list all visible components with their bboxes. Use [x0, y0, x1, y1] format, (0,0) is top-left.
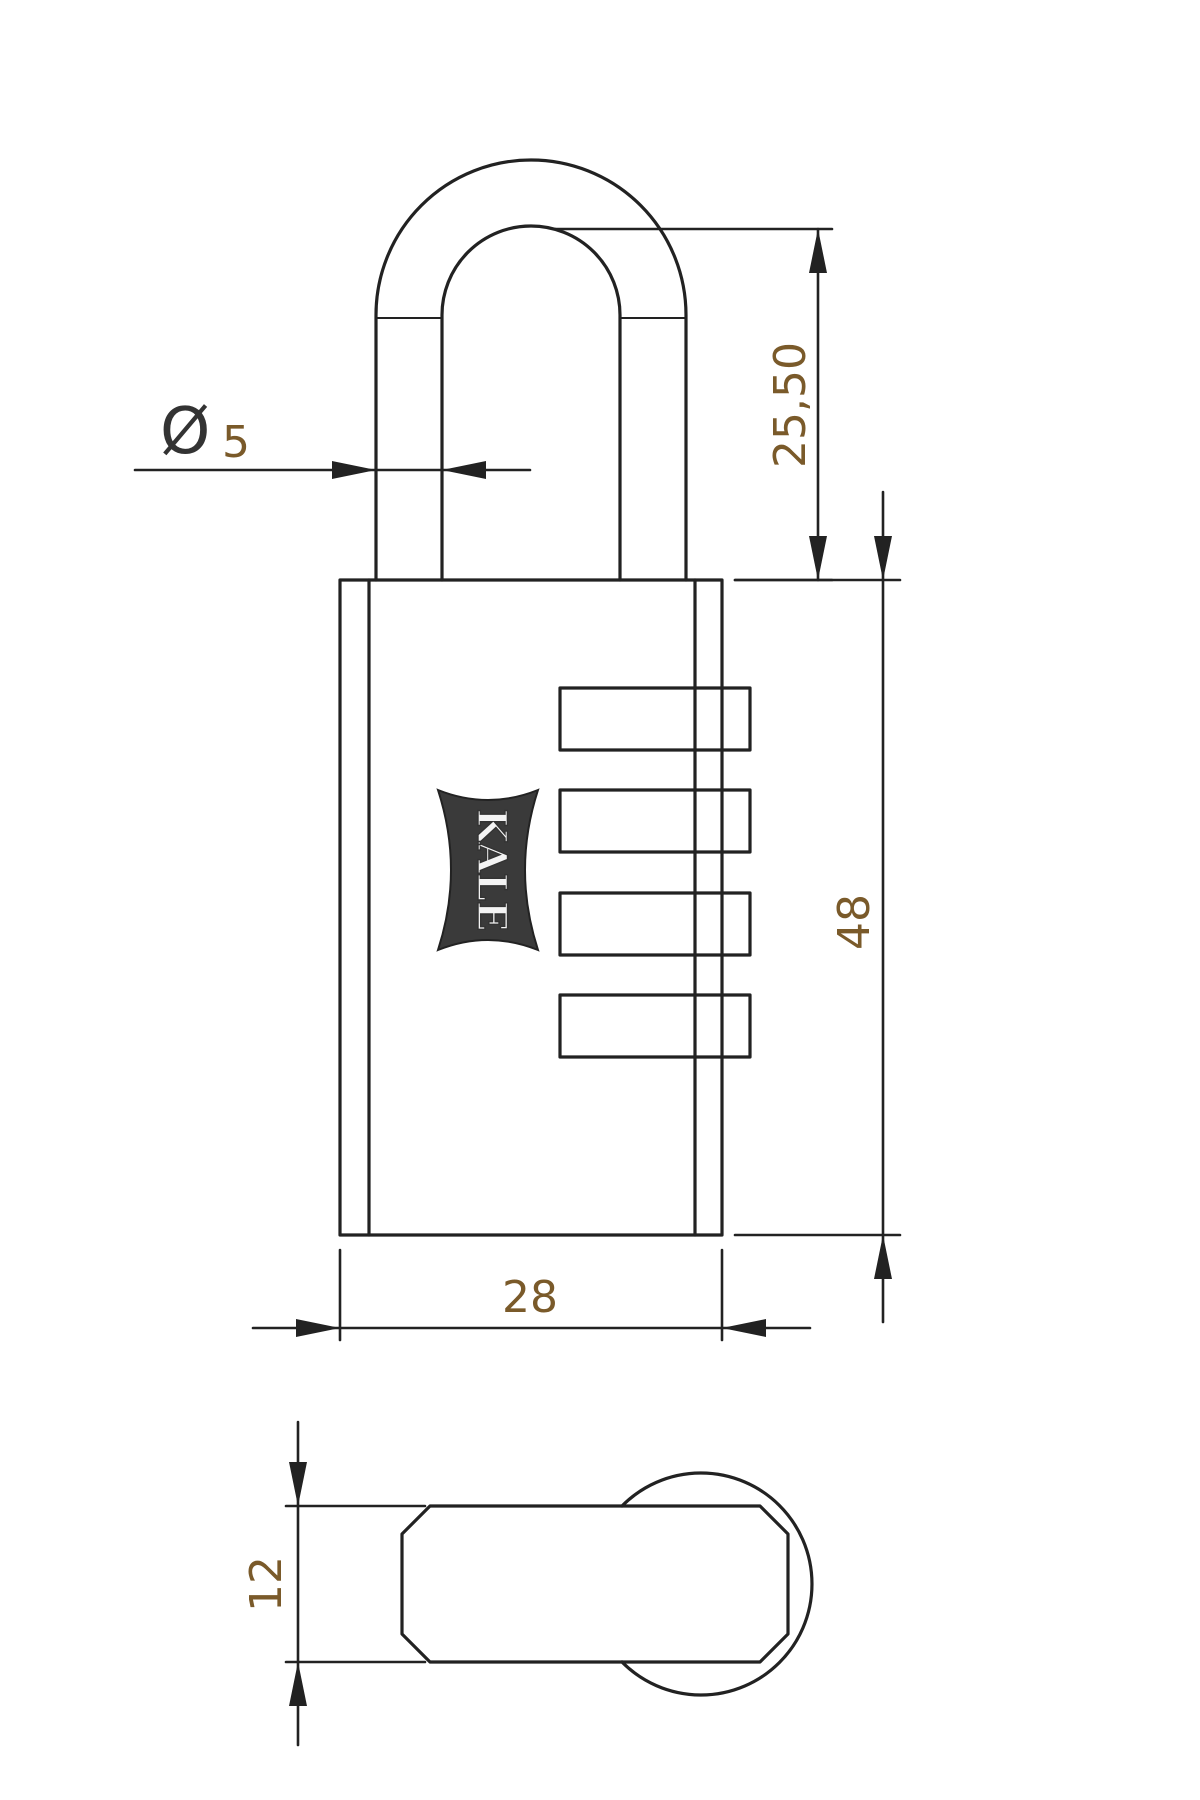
- padlock-body: [338, 578, 724, 1237]
- logo-text: KALE: [468, 809, 515, 932]
- logo-emblem: [436, 788, 540, 952]
- arrowhead: [874, 1235, 892, 1279]
- dial-2: [558, 788, 752, 854]
- arrowhead: [442, 461, 486, 479]
- arrowhead: [332, 461, 376, 479]
- arrowhead: [289, 1462, 307, 1506]
- dimension-value: 48: [829, 894, 880, 950]
- dimension-shackle-diameter: Ø 5: [133, 395, 532, 479]
- diameter-symbol: Ø: [160, 395, 210, 469]
- dimension-value: 12: [241, 1556, 292, 1612]
- arrowhead: [289, 1662, 307, 1706]
- dimension-body-width: 28: [251, 1248, 812, 1342]
- dimension-value: 25,50: [765, 342, 816, 468]
- arrowhead: [809, 229, 827, 273]
- shackle-outer-arc: [374, 158, 688, 582]
- dial-1: [558, 686, 752, 752]
- arrowhead: [809, 536, 827, 580]
- body-outline: [338, 578, 724, 1237]
- padlock-shackle: [374, 158, 688, 582]
- dimension-body-height: 48: [733, 490, 902, 1324]
- arrowhead: [722, 1319, 766, 1337]
- arrowhead: [296, 1319, 340, 1337]
- dimension-value: 28: [502, 1272, 558, 1323]
- side-view-shackle-circle: [620, 1471, 814, 1697]
- shackle-inner-arc: [440, 224, 622, 582]
- padlock-side-view: [400, 1471, 814, 1697]
- dimension-value: 5: [222, 417, 250, 468]
- dimension-shackle-clearance: 25,50: [553, 227, 834, 582]
- side-view-body: [400, 1504, 790, 1664]
- arrowhead: [874, 536, 892, 580]
- dial-3: [558, 891, 752, 957]
- dimension-body-thickness: 12: [241, 1420, 427, 1747]
- combination-dials: [558, 686, 752, 1059]
- brand-logo: KALE: [436, 788, 540, 952]
- dial-4: [558, 993, 752, 1059]
